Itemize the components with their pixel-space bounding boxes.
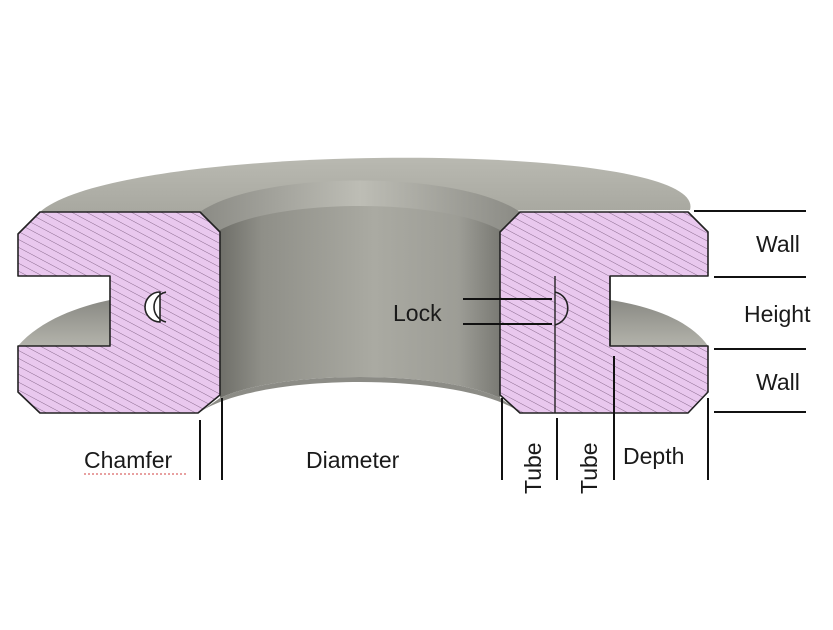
lock-leader-lines [463, 298, 552, 325]
label-depth: Depth [623, 443, 684, 469]
label-lock: Lock [393, 300, 442, 326]
label-diameter: Diameter [306, 447, 400, 473]
left-section [17, 211, 221, 414]
label-tube-outer: Tube [520, 442, 546, 494]
right-lock-notch [554, 291, 569, 326]
label-wall-top: Wall [756, 231, 800, 257]
label-tube-inner: Tube [576, 442, 602, 494]
label-height: Height [744, 301, 811, 327]
lower-bore-lip [200, 377, 520, 412]
right-section [499, 211, 709, 414]
bottom-dimension-ticks [199, 356, 709, 480]
label-chamfer: Chamfer [84, 447, 173, 473]
right-lock-bump [554, 276, 611, 413]
bore-surface [220, 206, 500, 398]
left-lock-bump [153, 291, 167, 323]
groove-surface-right [610, 300, 708, 346]
right-dimension-ticks [694, 210, 806, 413]
groove-surface-left [18, 300, 110, 346]
label-wall-bottom: Wall [756, 369, 800, 395]
